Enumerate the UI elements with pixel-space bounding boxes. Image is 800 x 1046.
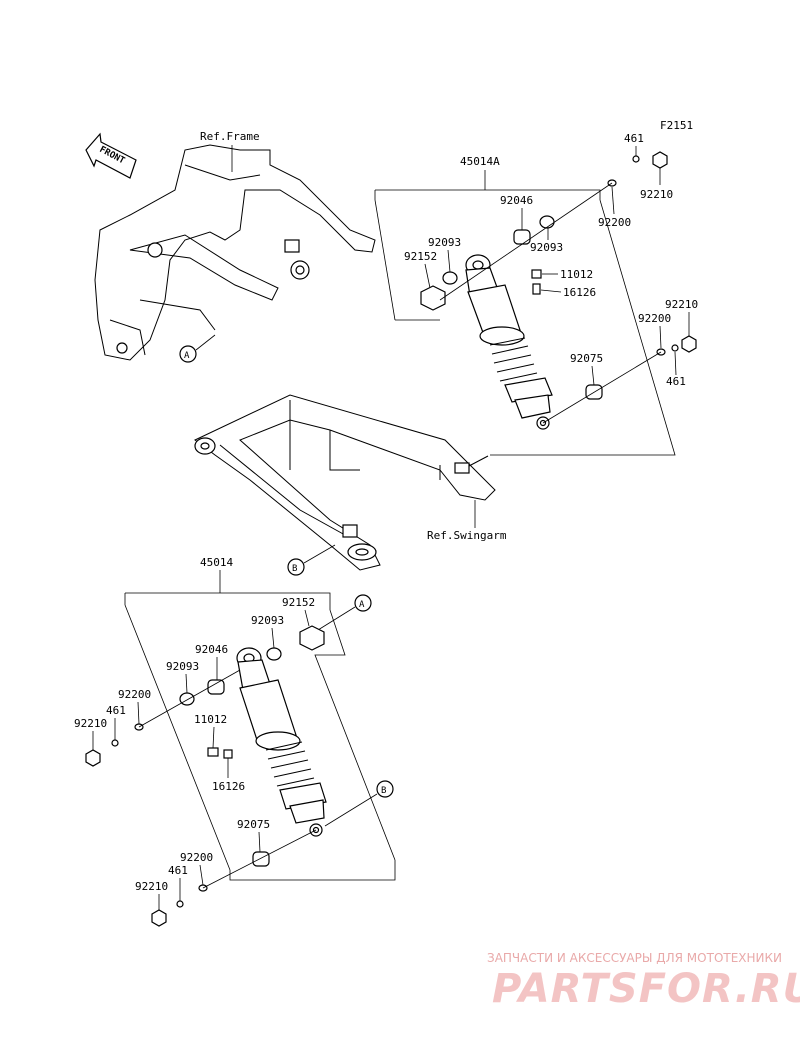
callout-b-swingarm [287,558,305,576]
watermark-tagline: ЗАПЧАСТИ И АКСЕССУАРЫ ДЛЯ МОТОТЕХНИКИ [487,951,782,965]
label-92152-lower: 92152 [282,596,315,609]
label-92093-upper-left: 92093 [428,236,461,249]
label-92046-upper: 92046 [500,194,533,207]
label-92200-top: 92200 [598,216,631,229]
lower-hardware [85,625,325,927]
label-92210-lower-left: 92210 [74,717,107,730]
label-16126-upper: 16126 [563,286,596,299]
label-92200-lower-bottom: 92200 [180,851,213,864]
label-92075-upper: 92075 [570,352,603,365]
label-11012-upper: 11012 [560,268,593,281]
label-92075-lower: 92075 [237,818,270,831]
label-461-right: 461 [666,375,686,388]
svg-text:B: B [292,564,297,574]
svg-text:A: A [359,600,365,610]
svg-text:A: A [184,351,190,361]
frame-drawing [94,144,376,361]
label-92210-right: 92210 [665,298,698,311]
label-92093-upper-right: 92093 [530,241,563,254]
front-arrow-icon: FRONT [85,132,137,179]
callout-a-lower [354,594,372,612]
figure-code: F2151 [660,119,693,132]
ref-frame-label: Ref.Frame [200,130,260,143]
assembly-lower-label: 45014 [200,556,233,569]
label-92200-right: 92200 [638,312,671,325]
label-92046-lower: 92046 [195,643,228,656]
callout-b-lower [376,780,394,798]
lower-shock-absorber [236,647,327,837]
label-461-lower-left: 461 [106,704,126,717]
label-11012-lower: 11012 [194,713,227,726]
assembly-upper-label: 45014A [460,155,500,168]
label-461-lower-bottom: 461 [168,864,188,877]
ref-swingarm-label: Ref.Swingarm [427,529,507,542]
label-16126-lower: 16126 [212,780,245,793]
label-92093-lower-right: 92093 [251,614,284,627]
label-92210-lower-bottom: 92210 [135,880,168,893]
svg-text:B: B [381,786,386,796]
callout-a-frame [179,345,197,363]
label-92152-upper: 92152 [404,250,437,263]
label-461-top: 461 [624,132,644,145]
watermark-brand: PARTSFOR.RU [492,966,800,1012]
swingarm-drawing [194,394,496,571]
upper-shock-absorber [465,254,553,430]
label-92200-lower-left: 92200 [118,688,151,701]
label-92093-lower-left: 92093 [166,660,199,673]
label-92210-top: 92210 [640,188,673,201]
